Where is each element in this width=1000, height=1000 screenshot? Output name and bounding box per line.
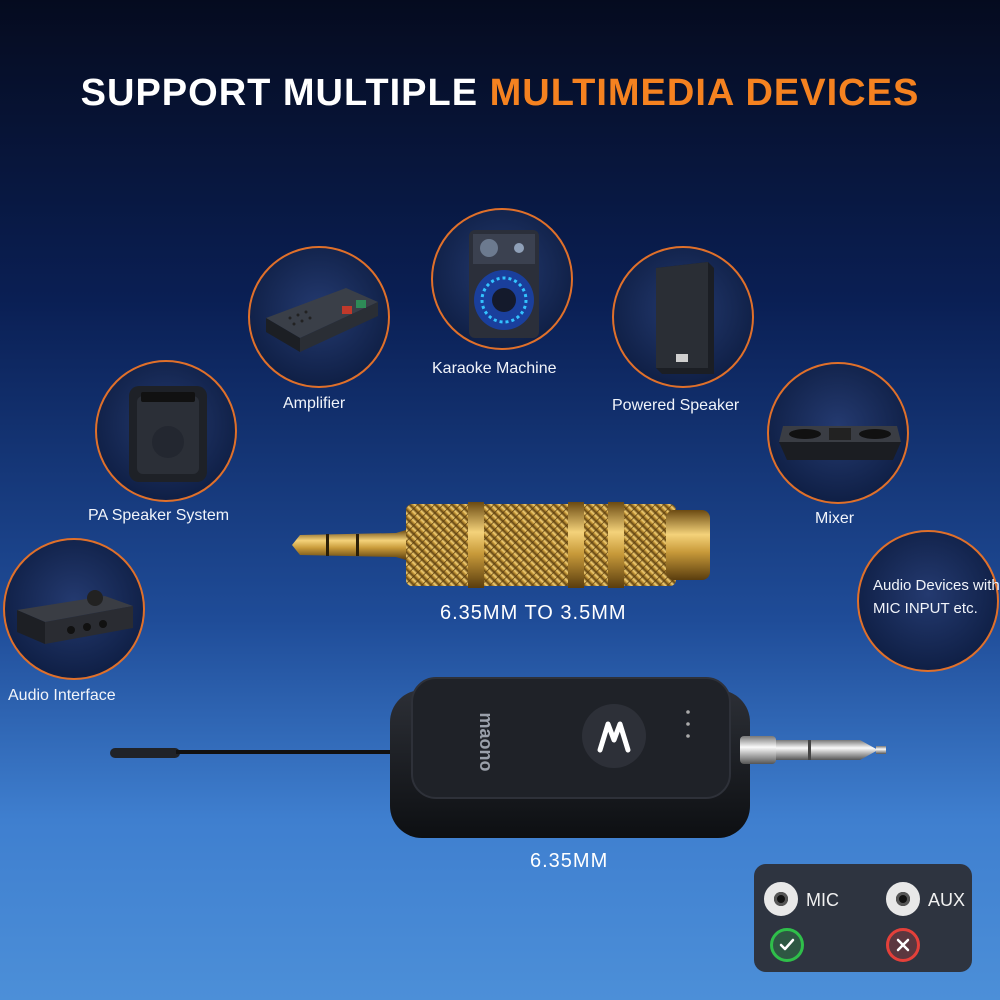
aux-cross-icon [886, 928, 920, 962]
receiver-image: maono [110, 677, 886, 838]
powered-speaker-label: Powered Speaker [612, 397, 740, 414]
mic-check-icon [770, 928, 804, 962]
adapter-caption: 6.35MM TO 3.5MM [440, 602, 627, 624]
mic-jack-icon [764, 882, 798, 916]
pa-speaker-label: PA Speaker System [88, 507, 230, 524]
karaoke-machine-label: Karaoke Machine [432, 360, 557, 377]
adapter-image [292, 502, 710, 588]
headline-white: SUPPORT MULTIPLE [80, 72, 479, 114]
powered-speaker-image [612, 246, 754, 388]
headline: SUPPORT MULTIPLE MULTIMEDIA DEVICES [0, 72, 1000, 115]
audio-interface-image [3, 538, 145, 680]
aux-jack-icon [886, 882, 920, 916]
amplifier-label: Amplifier [283, 395, 346, 412]
audio-devices-label: Audio Devices with MIC INPUT etc. [873, 577, 1000, 617]
compatibility-panel: MIC AUX [754, 864, 972, 972]
mixer-label: Mixer [815, 510, 855, 527]
headline-accent: MULTIMEDIA DEVICES [489, 72, 920, 114]
audio-interface-label: Audio Interface [8, 687, 116, 704]
mic-label: MIC [806, 890, 839, 910]
karaoke-machine-image [431, 208, 573, 350]
audio-devices-ring [857, 530, 999, 672]
pa-speaker-image [95, 360, 237, 502]
receiver-caption: 6.35MM [530, 850, 609, 872]
amplifier-image [248, 246, 390, 388]
aux-label: AUX [928, 890, 966, 910]
receiver-brand: maono [476, 712, 496, 771]
mixer-image [767, 362, 909, 504]
